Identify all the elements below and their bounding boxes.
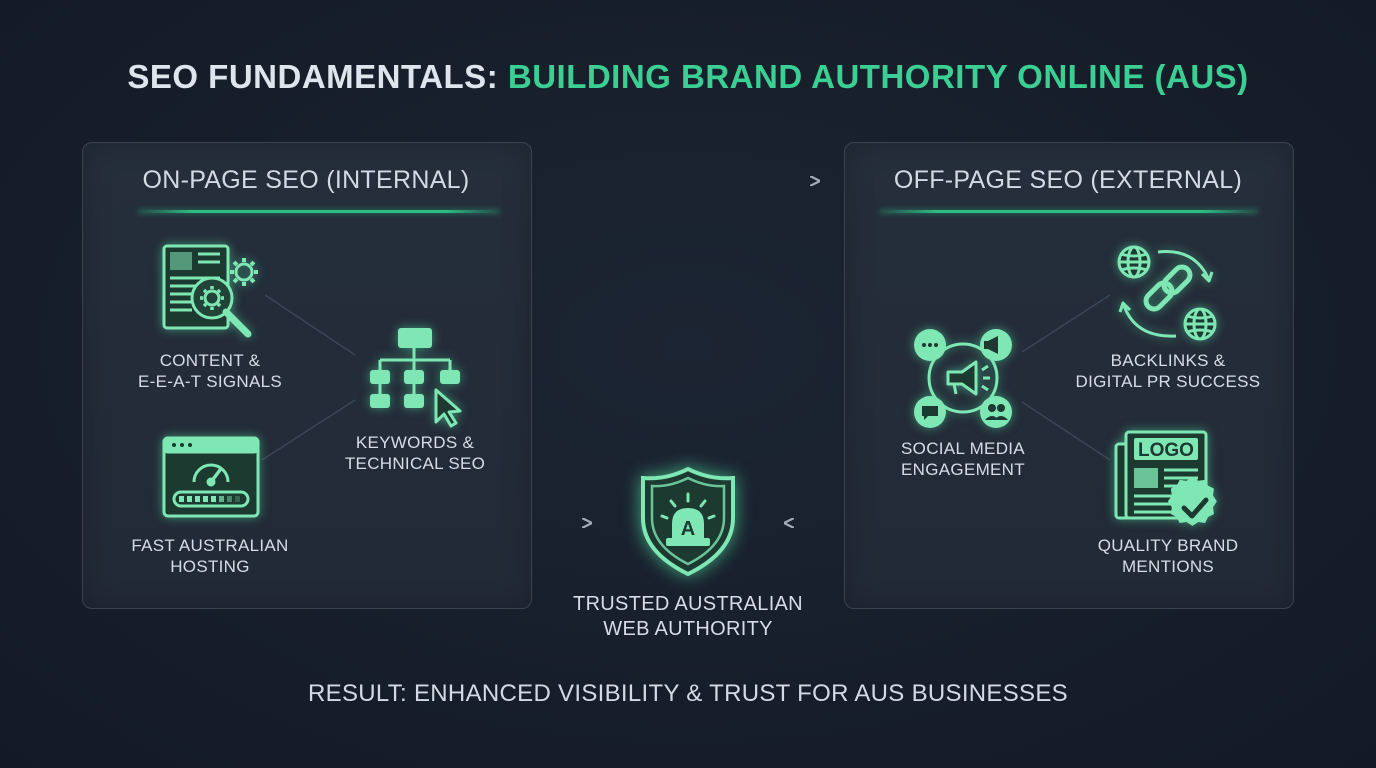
on-page-title-underline [138,210,500,213]
newspaper-logo-badge-icon: LOGO [1114,430,1224,526]
social-media-label-line1: SOCIAL MEDIA [901,439,1025,458]
social-media-label-line2: ENGAGEMENT [901,460,1025,479]
page-title: SEO FUNDAMENTALS: BUILDING BRAND AUTHORI… [0,58,1376,96]
title-prefix: SEO FUNDAMENTALS: [127,58,508,95]
logo-text: LOGO [1138,440,1194,461]
keywords-technical-label: KEYWORDS & TECHNICAL SEO [315,432,515,474]
keywords-technical-label-line1: KEYWORDS & [355,433,475,452]
fast-hosting-label-line1: FAST AUSTRALIAN [131,536,289,555]
off-page-panel-title: OFF-PAGE SEO (EXTERNAL) [893,166,1243,194]
content-eeat-label-line1: CONTENT & [159,351,261,370]
social-media-label: SOCIAL MEDIA ENGAGEMENT [853,438,1073,480]
shield-letter: A [681,518,695,540]
title-highlight: BUILDING BRAND AUTHORITY ONLINE (AUS) [507,58,1249,95]
globe-link-icon [1112,242,1222,344]
off-page-panel [844,142,1294,609]
megaphone-social-icon [910,326,1016,430]
backlinks-label: BACKLINKS & DIGITAL PR SUCCESS [1058,350,1278,392]
browser-speedometer-icon [162,436,260,520]
result-footer: RESULT: ENHANCED VISIBILITY & TRUST FOR … [308,680,1068,707]
backlinks-label-line1: BACKLINKS & [1110,351,1226,370]
trusted-authority-label: TRUSTED AUSTRALIAN WEB AUTHORITY [538,592,838,642]
content-eeat-label-line2: E-E-A-T SIGNALS [138,372,282,391]
content-gear-magnifier-icon [158,240,263,345]
trusted-authority-label-line2: WEB AUTHORITY [603,618,773,640]
keywords-technical-label-line2: TECHNICAL SEO [344,454,486,473]
fast-hosting-label-line2: HOSTING [170,557,250,576]
brand-mentions-label: QUALITY BRAND MENTIONS [1058,535,1278,577]
trusted-authority-label-line1: TRUSTED AUSTRALIAN [573,593,803,615]
brand-mentions-label-line2: MENTIONS [1121,557,1215,576]
shield-alarm-icon: A [638,466,738,578]
fast-hosting-label: FAST AUSTRALIAN HOSTING [110,535,310,577]
on-page-panel-title: ON-PAGE SEO (INTERNAL) [142,166,470,194]
content-eeat-label: CONTENT & E-E-A-T SIGNALS [110,350,310,392]
off-page-title-underline [880,210,1258,213]
brand-mentions-label-line1: QUALITY BRAND [1097,536,1239,555]
backlinks-label-line2: DIGITAL PR SUCCESS [1075,372,1261,391]
sitemap-cursor-icon [366,326,466,428]
